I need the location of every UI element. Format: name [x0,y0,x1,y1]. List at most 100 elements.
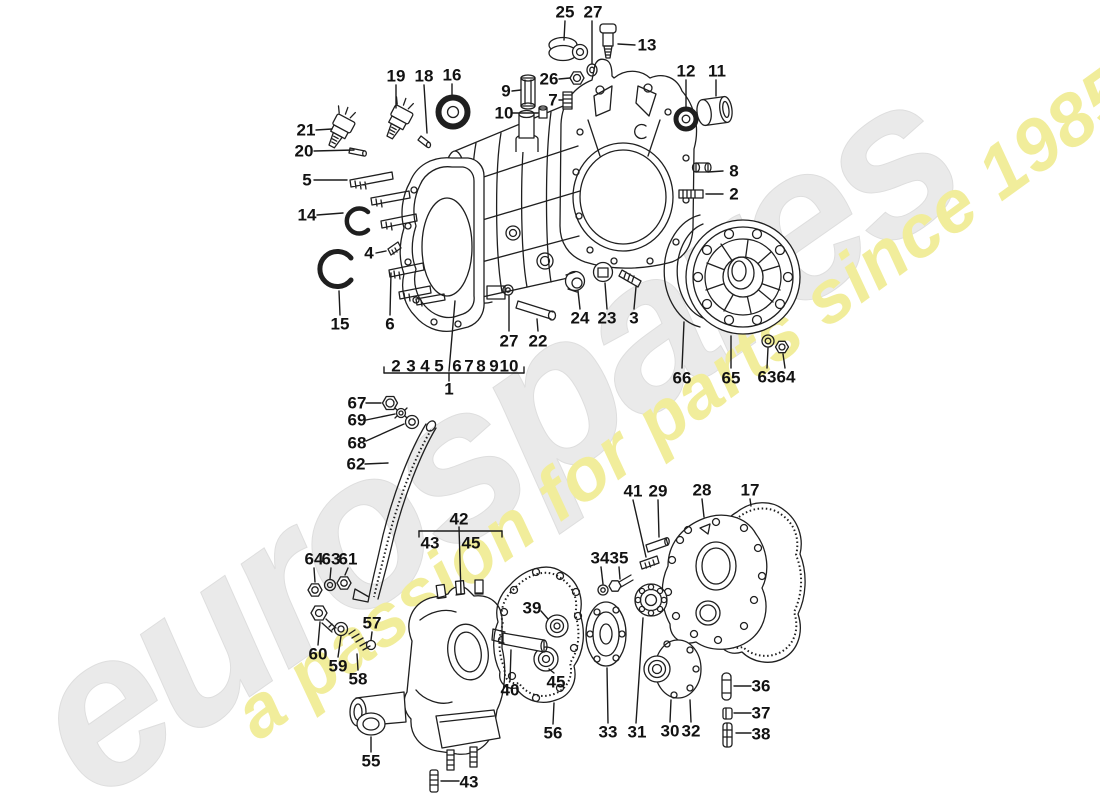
detent-group [310,605,377,651]
callout-40: 40 [501,681,520,700]
leader-line-24 [577,290,581,310]
callout-14: 14 [298,206,317,225]
seal-ring-16 [435,94,471,130]
case-assembly-group-label-7: 7 [464,357,473,376]
cover-65 [685,219,801,335]
leader-line-6 [389,272,392,316]
bolt-13 [599,23,617,59]
stud-41 [639,555,660,570]
callout-41: 41 [624,482,643,501]
leader-line-4 [375,250,387,254]
pin-20 [348,147,367,157]
case-assembly-group-label-3: 3 [406,357,415,376]
callout-25: 25 [556,3,575,22]
side-cover-assembly-group-label-43: 43 [421,534,440,553]
shaft-40 [491,628,548,653]
callout-10: 10 [495,104,514,123]
leader-line-62 [364,462,389,465]
case-assembly-group-label-8: 8 [476,357,485,376]
callout-2: 2 [729,185,738,204]
speedo-cover-group [597,502,806,663]
leader-line-41 [632,499,647,558]
callout-4: 4 [364,244,374,263]
speedometer-clamp-25 [548,36,589,62]
callout-31: 31 [628,723,647,742]
leader-line-30 [669,699,672,723]
leader-line-58 [356,653,359,671]
leader-line-17 [749,498,752,507]
leader-line-66 [681,321,685,369]
selector-band-group [352,395,437,603]
case-assembly-group-label-5: 5 [434,357,443,376]
leader-line-64 [782,353,786,369]
callout-37: 37 [752,704,771,723]
leader-line-61 [344,567,349,576]
sender-switch-19 [386,96,414,140]
callout-68: 68 [348,434,367,453]
callout-15: 15 [331,315,350,334]
leader-line-40 [509,649,512,682]
dowel-tube-9 [520,74,536,110]
leader-line-35 [618,566,621,580]
leader-line-14 [316,212,344,216]
callout-35: 35 [610,549,629,568]
callout-13: 13 [638,36,657,55]
leader-line-3 [633,286,637,310]
dowel-pin-29 [645,537,670,553]
callout-36: 36 [752,677,771,696]
callout-63: 63 [322,550,341,569]
ring-68 [404,414,420,430]
leader-line-39 [540,610,549,620]
pin-36 [721,672,732,701]
leader-line-21 [315,128,333,131]
case-assembly-group-label-4: 4 [420,357,430,376]
callout-28: 28 [693,481,712,500]
callout-5: 5 [302,171,311,190]
side-cover-assembly-group-label-42: 42 [450,510,469,529]
side-cover-assembly-group-line-3 [458,526,462,595]
callout-30: 30 [661,722,680,741]
case-assembly-group-label-10: 10 [500,357,519,376]
callout-9: 9 [501,82,510,101]
callout-62: 62 [347,455,366,474]
bushing-55 [356,712,386,736]
leader-line-25 [563,20,566,41]
callout-33: 33 [599,723,618,742]
callout-66: 66 [673,369,692,388]
circlip-14 [344,206,371,236]
hub-30-32 [643,639,702,699]
cover-28 [661,514,768,650]
output-group [585,583,733,748]
callout-12: 12 [677,62,696,81]
callout-34: 34 [591,549,610,568]
callout-57: 57 [363,614,382,633]
side-cover-42-drawing [349,579,506,793]
leader-line-32 [689,699,692,723]
leader-line-22 [536,318,539,332]
callout-55: 55 [362,752,381,771]
flange-studs [349,171,446,307]
leader-line-45 [548,668,555,674]
transmission-case-drawing [349,58,698,333]
leader-line-18 [423,84,428,134]
callout-22: 22 [529,332,548,351]
callout-67: 67 [348,394,367,413]
callout-58: 58 [349,670,368,689]
callout-20: 20 [295,142,314,161]
leader-line-8 [707,170,724,173]
side-cover-assembly-group-label-45: 45 [462,534,481,553]
leader-line-63 [766,347,769,369]
callout-39: 39 [523,599,542,618]
callout-3: 3 [629,309,638,328]
flange-33 [585,601,627,667]
leader-line-64 [313,567,316,583]
callout-65: 65 [722,369,741,388]
side-cover-gasket-group [491,566,585,703]
washer-63 [761,334,775,348]
callout-27: 27 [500,332,519,351]
leader-line-29 [657,499,660,538]
callout-24: 24 [571,309,590,328]
cap-10 [538,105,548,119]
case-assembly-group-label-9: 9 [489,357,498,376]
